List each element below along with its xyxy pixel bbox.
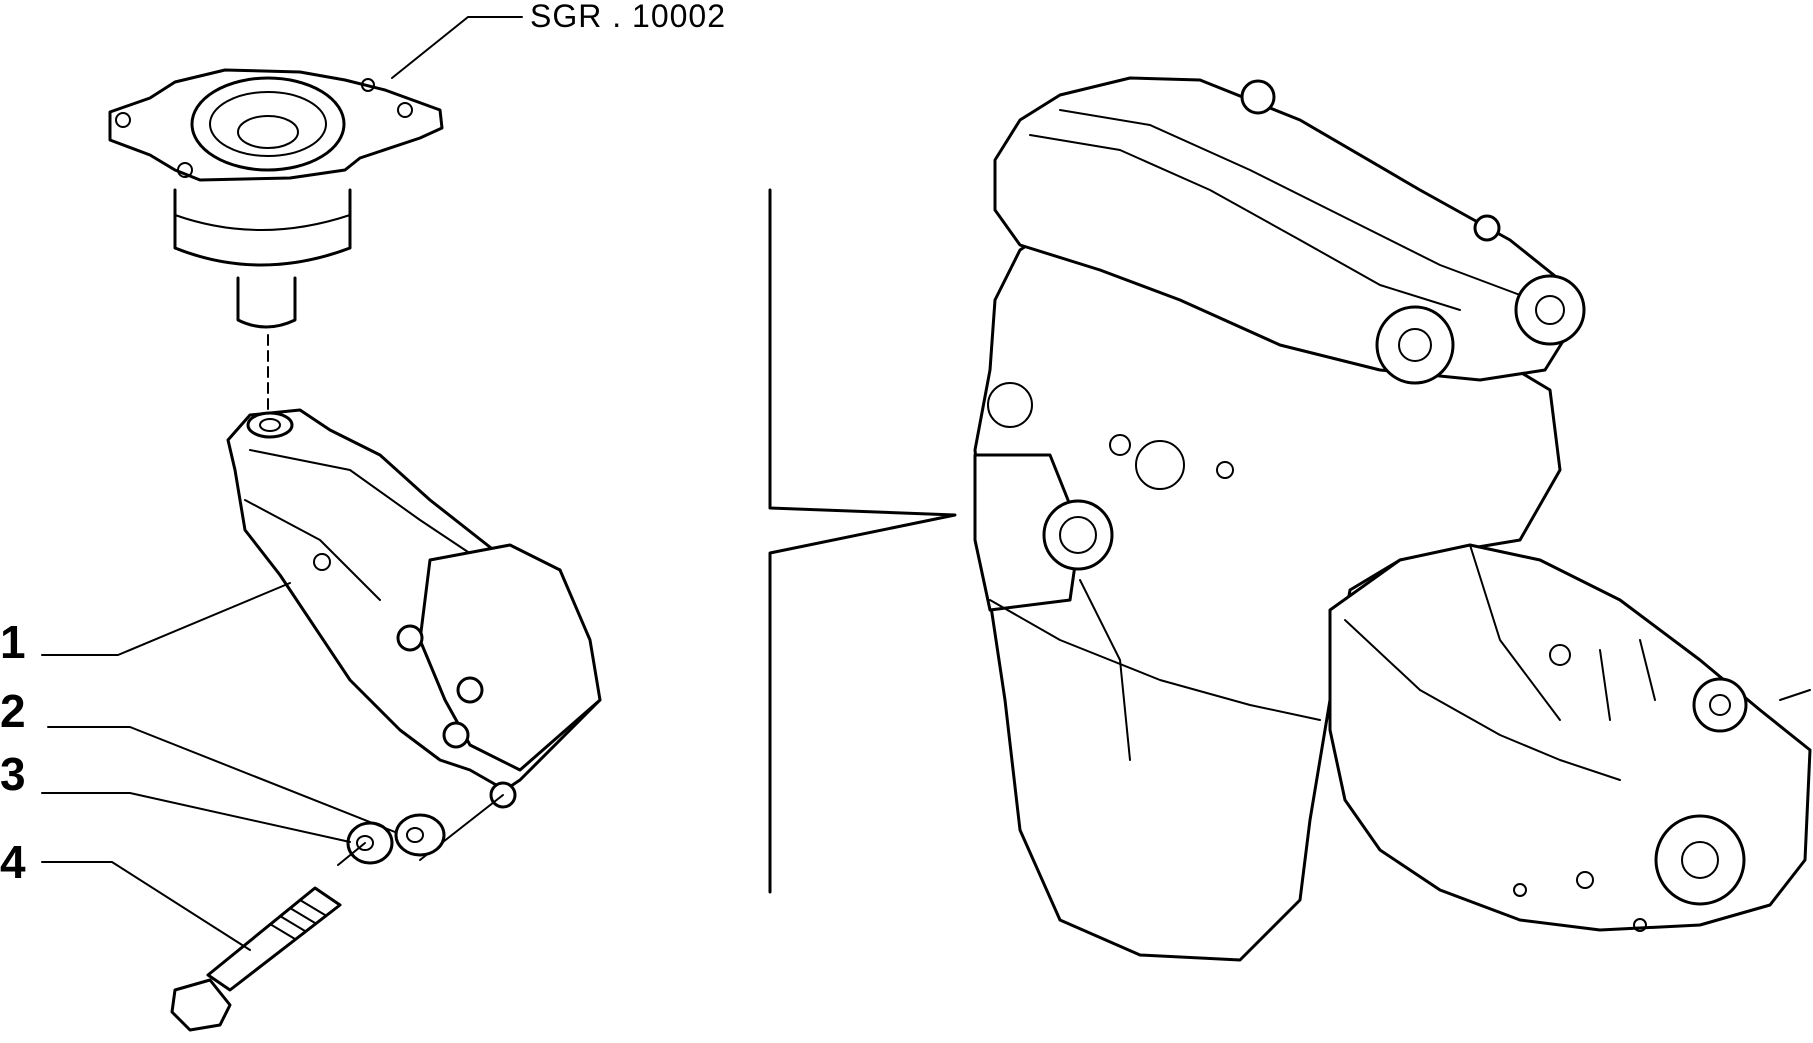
washer-2 — [394, 813, 446, 857]
callout-number-4: 4 — [0, 836, 26, 888]
reference-leader-line — [391, 16, 523, 79]
reference-code: SGR . 10002 — [530, 0, 726, 34]
callout-number-3: 3 — [0, 748, 26, 800]
callout-number-2: 2 — [0, 685, 26, 737]
location-bracket — [768, 188, 957, 894]
callout-leader-4 — [41, 861, 251, 951]
callout-number-1: 1 — [0, 616, 26, 668]
callout-leader-1 — [41, 582, 291, 656]
callout-leader-3 — [41, 792, 351, 843]
upper-engine-mount — [108, 68, 444, 411]
engine-assembly — [973, 76, 1812, 962]
bolt — [170, 886, 342, 1032]
callout-leader-2 — [47, 726, 396, 833]
washer-3 — [337, 821, 394, 866]
mount-bracket — [226, 408, 602, 861]
